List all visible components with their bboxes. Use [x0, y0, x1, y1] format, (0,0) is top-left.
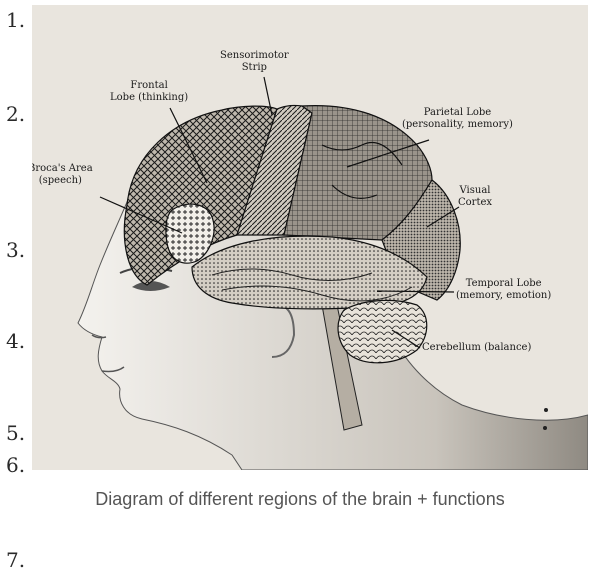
label-visual-line2: Cortex [458, 197, 492, 209]
label-visual-line1: Visual [458, 185, 492, 197]
list-number-1: 1. [6, 10, 25, 30]
label-parietal: Parietal Lobe (personality, memory) [402, 107, 513, 131]
cerebellum-region [338, 300, 427, 362]
label-temporal: Temporal Lobe (memory, emotion) [456, 278, 551, 302]
list-number-4: 4. [6, 331, 25, 351]
label-sensorimotor-line1: Sensorimotor [220, 50, 289, 62]
bullet-dot [543, 426, 547, 430]
label-visual: Visual Cortex [458, 185, 492, 209]
label-sensorimotor: Sensorimotor Strip [220, 50, 289, 74]
label-sensorimotor-line2: Strip [220, 62, 289, 74]
list-number-5: 5. [6, 423, 25, 443]
label-temporal-line2: (memory, emotion) [456, 290, 551, 302]
list-number-7: 7. [6, 550, 25, 570]
label-frontal-line1: Frontal [110, 80, 188, 92]
label-broca-line1: Broca's Area [32, 163, 93, 175]
bullet-dot [544, 408, 548, 412]
label-broca: Broca's Area (speech) [32, 163, 93, 187]
brain-diagram: Sensorimotor Strip Frontal Lobe (thinkin… [32, 5, 588, 470]
list-number-2: 2. [6, 104, 25, 124]
label-parietal-line1: Parietal Lobe [402, 107, 513, 119]
label-temporal-line1: Temporal Lobe [456, 278, 551, 290]
label-frontal-line2: Lobe (thinking) [110, 92, 188, 104]
list-number-6: 6. [6, 455, 25, 475]
diagram-caption: Diagram of different regions of the brai… [45, 489, 555, 510]
label-frontal: Frontal Lobe (thinking) [110, 80, 188, 104]
label-parietal-line2: (personality, memory) [402, 119, 513, 131]
brain-illustration [32, 5, 588, 470]
label-broca-line2: (speech) [32, 175, 93, 187]
label-cerebellum: Cerebellum (balance) [422, 342, 531, 354]
list-number-3: 3. [6, 240, 25, 260]
label-cerebellum-line1: Cerebellum (balance) [422, 342, 531, 354]
